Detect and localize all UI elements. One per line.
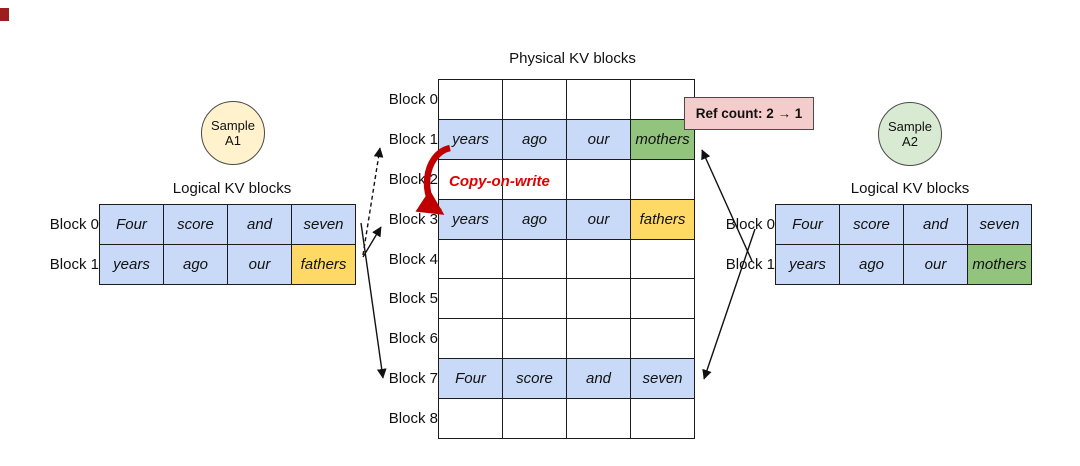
block-row-label: Block 0 [712, 204, 776, 245]
kv-cell: seven [630, 358, 695, 400]
kv-cell [438, 398, 503, 440]
kv-cell [438, 79, 503, 120]
kv-cell: our [566, 118, 631, 160]
kv-cell [566, 278, 631, 320]
block-row-label: Block 6 [375, 318, 439, 359]
table-row: Block 6 [375, 318, 695, 360]
kv-cell [502, 318, 567, 360]
kv-cell: seven [967, 204, 1032, 245]
kv-cell: years [438, 198, 503, 240]
kv-cell: years [99, 244, 164, 285]
block-row-label: Block 8 [375, 398, 439, 439]
kv-cell: Four [775, 204, 840, 245]
kv-cell: ago [502, 198, 567, 240]
block-row-label: Block 5 [375, 278, 439, 319]
kv-cell: score [163, 204, 228, 245]
kv-cell: and [227, 204, 292, 245]
sample-a1-id: A1 [225, 133, 241, 148]
kv-cell [438, 238, 503, 280]
kv-cell [438, 278, 503, 320]
kv-cell [566, 398, 631, 440]
physical-title: Physical KV blocks [509, 50, 636, 67]
kv-cell [630, 238, 695, 280]
block-row-label: Block 0 [36, 204, 100, 245]
kv-cell [566, 318, 631, 360]
kv-cell: our [566, 198, 631, 240]
block-row-label: Block 7 [375, 358, 439, 399]
kv-cell: fathers [630, 198, 695, 240]
kv-cell [502, 158, 567, 200]
kv-cell: years [775, 244, 840, 285]
kv-cell: years [438, 118, 503, 160]
kv-cell [438, 318, 503, 360]
kv-cell [630, 318, 695, 360]
kv-cell: our [227, 244, 292, 285]
kv-cell: Four [438, 358, 503, 400]
block-row-label: Block 3 [375, 199, 439, 240]
kv-cell: and [566, 358, 631, 400]
sample-a1-circle: Sample A1 [201, 101, 265, 165]
recording-indicator [0, 8, 9, 21]
kv-cell: mothers [967, 244, 1032, 285]
sample-a2-id: A2 [902, 134, 918, 149]
ref-count-badge: Ref count: 2 → 1 [684, 97, 814, 130]
kv-cell [502, 278, 567, 320]
kv-cell [566, 238, 631, 280]
kv-cell: Four [99, 204, 164, 245]
kv-cell [502, 79, 567, 120]
kv-cell [630, 398, 695, 440]
sample-a2-label: Sample [887, 119, 933, 134]
table-row: Block 4 [375, 238, 695, 280]
kv-cell [630, 158, 695, 200]
block-row-label: Block 2 [375, 159, 439, 200]
block-row-label: Block 1 [36, 244, 100, 285]
block-row-label: Block 1 [712, 244, 776, 285]
left-logical-title: Logical KV blocks [172, 180, 292, 197]
kv-cell: and [903, 204, 968, 245]
kv-cell [566, 158, 631, 200]
copy-on-write-label: Copy-on-write [449, 173, 550, 190]
table-row: Block 5 [375, 278, 695, 320]
right-logical-title: Logical KV blocks [850, 180, 970, 197]
kv-cell: score [502, 358, 567, 400]
table-row: Block 8 [375, 398, 695, 440]
kv-cell [502, 238, 567, 280]
kv-cell [630, 79, 695, 120]
sample-a2-circle: Sample A2 [878, 102, 942, 166]
kv-cell: ago [163, 244, 228, 285]
table-row: Block 0 [375, 79, 695, 120]
kv-cell: ago [502, 118, 567, 160]
kv-cell [630, 278, 695, 320]
kv-cell [566, 79, 631, 120]
kv-cell: fathers [291, 244, 356, 285]
block-row-label: Block 1 [375, 119, 439, 160]
sample-a1-label: Sample [210, 118, 256, 133]
block-row-label: Block 0 [375, 79, 439, 120]
kv-cell: score [839, 204, 904, 245]
kv-cell: our [903, 244, 968, 285]
block-row-label: Block 4 [375, 239, 439, 279]
kv-cell: seven [291, 204, 356, 245]
kv-cell: ago [839, 244, 904, 285]
kv-cell [502, 398, 567, 440]
